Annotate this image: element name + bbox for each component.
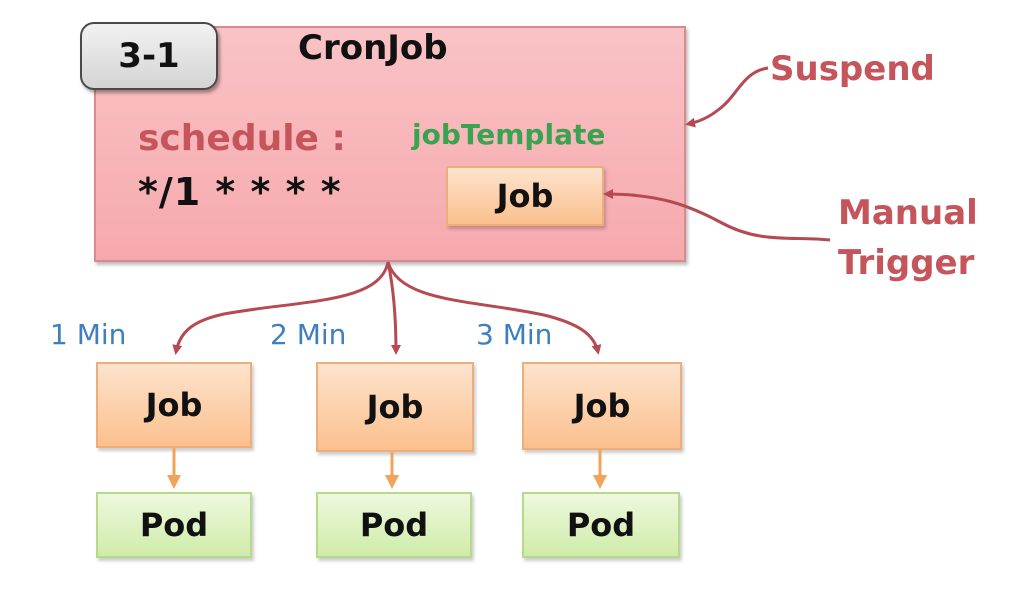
manual-label: Manual	[838, 193, 978, 233]
interval-label: 2 Min	[270, 318, 347, 351]
cronjob-title: CronJob	[298, 28, 448, 68]
interval-label: 1 Min	[50, 318, 127, 351]
spawn-arrow	[172, 261, 390, 355]
suspend-arrow	[685, 66, 769, 128]
schedule-label: schedule :	[138, 118, 346, 159]
spawn-arrow	[386, 261, 401, 355]
job-box: Job	[316, 362, 474, 452]
pod-box: Pod	[522, 492, 680, 558]
job-box: Job	[522, 362, 682, 450]
section-badge: 3-1	[80, 22, 218, 90]
interval-label: 3 Min	[476, 318, 553, 351]
spawn-arrow	[386, 261, 602, 355]
template-job-box: Job	[446, 166, 604, 226]
suspend-label: Suspend	[770, 49, 935, 89]
manual-trigger-arrow	[603, 189, 831, 242]
pod-box: Pod	[96, 492, 252, 558]
job-template-label: jobTemplate	[412, 118, 606, 151]
schedule-value: */1 * * * *	[138, 170, 342, 214]
trigger-label: Trigger	[838, 243, 975, 283]
pod-box: Pod	[316, 492, 472, 558]
job-box: Job	[96, 362, 252, 448]
